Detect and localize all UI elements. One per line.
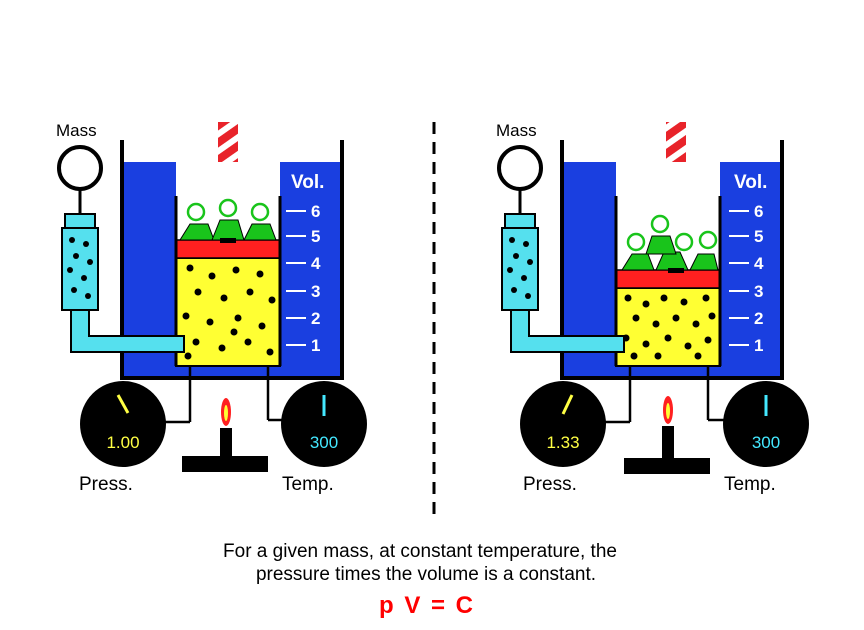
left-apparatus: Vol. 6 5 4 3 2 1 Mass	[56, 121, 367, 495]
scale-number: 2	[311, 309, 320, 328]
vol-label: Vol.	[734, 172, 767, 193]
pressure-needle	[561, 394, 574, 415]
pressure-dial	[520, 381, 606, 467]
burner	[624, 396, 710, 474]
mass-syringe	[501, 213, 539, 311]
gas-chamber	[175, 257, 281, 367]
mass-gauge	[497, 145, 543, 191]
gas-molecules	[622, 294, 716, 360]
press-label: Press.	[79, 474, 133, 495]
scale-number: 4	[754, 254, 764, 273]
caption-line-2: pressure times the volume is a constant.	[255, 564, 597, 585]
right-apparatus: Vol. 6 5 4 3 2 1 Mass	[496, 121, 809, 495]
weights	[179, 198, 277, 243]
scale-number: 2	[754, 309, 763, 328]
caption-line-1: For a given mass, at constant temperatur…	[223, 541, 617, 562]
temperature-dial	[281, 381, 367, 467]
temperature-value: 300	[310, 433, 338, 452]
pressure-value: 1.00	[106, 433, 139, 452]
scale-number: 1	[754, 336, 763, 355]
scale-number: 3	[311, 282, 320, 301]
temperature-value: 300	[752, 433, 780, 452]
scale-number: 3	[754, 282, 763, 301]
mass-gauge	[57, 145, 103, 191]
gas-pipe	[70, 309, 185, 353]
press-label: Press.	[523, 474, 577, 495]
temperature-dial	[723, 381, 809, 467]
equation: p V = C	[378, 592, 474, 619]
gas-molecules	[182, 264, 276, 360]
temp-label: Temp.	[282, 474, 334, 495]
vol-label: Vol.	[291, 172, 324, 193]
mass-label: Mass	[496, 121, 537, 140]
scale-number: 6	[311, 202, 320, 221]
pressure-dial	[80, 381, 166, 467]
pressure-value: 1.33	[546, 433, 579, 452]
burner	[182, 398, 268, 472]
mass-label: Mass	[56, 121, 97, 140]
volume-scale: Vol. 6 5 4 3 2 1	[286, 172, 324, 355]
scale-number: 6	[754, 202, 763, 221]
scale-number: 5	[311, 227, 320, 246]
volume-scale: Vol. 6 5 4 3 2 1	[729, 172, 767, 355]
gas-pipe	[510, 309, 625, 353]
scale-number: 1	[311, 336, 320, 355]
pressure-needle	[116, 394, 130, 414]
temp-label: Temp.	[724, 474, 776, 495]
scale-number: 4	[311, 254, 321, 273]
mass-syringe	[61, 213, 99, 311]
weights	[621, 214, 719, 273]
scale-number: 5	[754, 227, 763, 246]
